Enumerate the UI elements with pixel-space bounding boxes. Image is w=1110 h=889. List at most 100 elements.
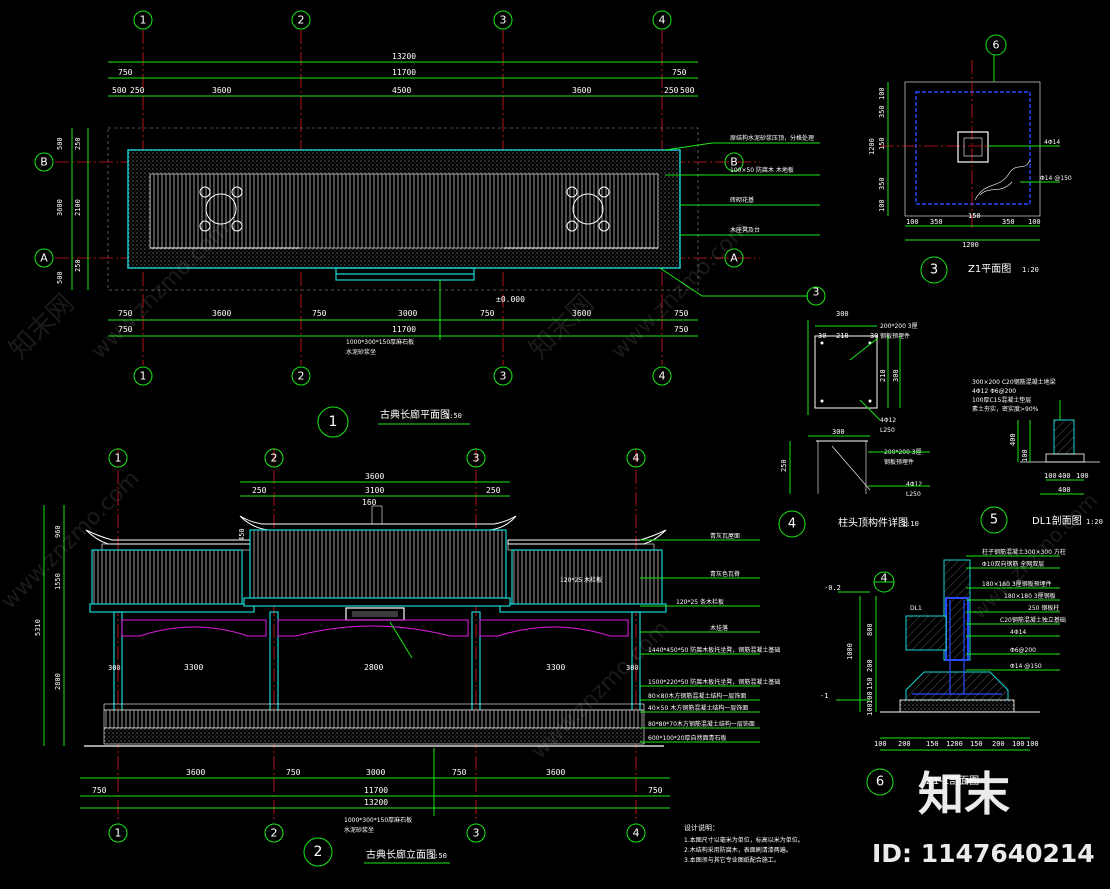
svg-text:2: 2 — [271, 452, 278, 465]
svg-text:钢板预埋件: 钢板预埋件 — [880, 332, 910, 340]
general-notes: 设计说明： 1.本图尺寸以毫米为单位，标高以米为单位。 2.木结构采用防腐木，表… — [684, 823, 804, 864]
axis-bubble-3-elev-top: 3 — [466, 448, 486, 468]
svg-text:750: 750 — [286, 768, 301, 777]
svg-text:1200: 1200 — [946, 740, 963, 748]
axis-bubble-2-elev-bottom: 2 — [264, 823, 284, 843]
svg-text:350: 350 — [878, 177, 886, 190]
svg-text:2800: 2800 — [54, 673, 62, 690]
svg-text:1: 1 — [115, 827, 122, 840]
axis-bubble-3-bottom: 3 — [493, 366, 513, 386]
svg-text:3000: 3000 — [366, 768, 385, 777]
svg-text:-1: -1 — [820, 692, 828, 700]
svg-text:Z1平面图: Z1平面图 — [968, 263, 1011, 275]
svg-text:Φ14 @150: Φ14 @150 — [1040, 175, 1072, 182]
svg-text:6: 6 — [876, 775, 884, 790]
svg-text:100: 100 — [1012, 740, 1025, 748]
svg-text:100: 100 — [1021, 449, 1029, 462]
elevation-lattice — [121, 619, 629, 637]
svg-text:80×80木方钢筋混凝土结构一层饰面: 80×80木方钢筋混凝土结构一层饰面 — [648, 692, 746, 700]
axis-bubble-2-bottom: 2 — [291, 366, 311, 386]
svg-text:750: 750 — [452, 768, 467, 777]
svg-text:钢板预埋件: 钢板预埋件 — [884, 458, 914, 466]
svg-text:知末网: 知末网 — [4, 289, 80, 365]
svg-text:-0.2: -0.2 — [824, 584, 841, 592]
svg-text:150: 150 — [926, 740, 939, 748]
svg-text:3600: 3600 — [546, 768, 565, 777]
svg-text:80*80*70木方钢筋混凝土结构一层饰面: 80*80*70木方钢筋混凝土结构一层饰面 — [648, 720, 755, 728]
svg-text:300: 300 — [892, 369, 900, 382]
svg-text:3600: 3600 — [212, 309, 231, 318]
svg-text:180×180 3厘钢板: 180×180 3厘钢板 — [1004, 592, 1056, 600]
svg-text:青灰色瓦脊: 青灰色瓦脊 — [710, 570, 740, 578]
svg-text:L250: L250 — [880, 427, 895, 434]
svg-text:300: 300 — [626, 664, 639, 672]
svg-text:素土夯实，密实度>90%: 素土夯实，密实度>90% — [972, 405, 1039, 413]
svg-text:400: 400 — [1058, 486, 1071, 494]
elevation-view: 1 2 3 4 1 2 3 4 3600 250 3100 250 160 45… — [34, 448, 780, 867]
svg-text:3600: 3600 — [572, 309, 591, 318]
svg-text:B: B — [40, 156, 48, 169]
svg-text:青灰瓦屋面: 青灰瓦屋面 — [710, 532, 740, 540]
svg-text:120*25 木栏板: 120*25 木栏板 — [560, 576, 602, 584]
svg-text:4: 4 — [881, 572, 888, 585]
svg-text:木座凳及台: 木座凳及台 — [730, 226, 760, 234]
svg-text:400: 400 — [1058, 472, 1071, 480]
svg-text:40×50 木方钢筋混凝土结构一层饰面: 40×50 木方钢筋混凝土结构一层饰面 — [648, 704, 748, 712]
svg-text:3300: 3300 — [184, 663, 203, 672]
axis-bubble-2-top: 2 — [291, 10, 311, 30]
svg-text:150: 150 — [878, 137, 886, 150]
svg-text:1200: 1200 — [962, 241, 979, 249]
svg-text:知末网: 知末网 — [524, 289, 600, 365]
svg-text:200*200 3厘: 200*200 3厘 — [880, 323, 918, 330]
svg-text:Φ14 @150: Φ14 @150 — [1010, 663, 1042, 670]
svg-text:100: 100 — [1076, 472, 1089, 480]
svg-text:750: 750 — [118, 325, 133, 334]
elevation-roof-left — [85, 529, 255, 613]
svg-text:4Φ12: 4Φ12 — [880, 417, 896, 424]
plan-dims-left: 500 250 3600 2100 250 500 — [56, 128, 89, 290]
svg-text:木挂落: 木挂落 — [710, 624, 728, 632]
svg-text:13200: 13200 — [364, 798, 388, 807]
svg-text:200: 200 — [898, 740, 911, 748]
svg-text:150: 150 — [968, 212, 981, 220]
svg-text:砖砌花基: 砖砌花基 — [730, 196, 754, 204]
svg-text:±0.000: ±0.000 — [496, 295, 525, 304]
svg-text:A: A — [40, 252, 48, 265]
elevation-bench — [84, 703, 664, 747]
svg-text:水泥砂浆坐: 水泥砂浆坐 — [346, 348, 376, 356]
svg-text:2: 2 — [314, 844, 323, 860]
svg-text:3: 3 — [930, 263, 938, 278]
elevation-title-block: 2 古典长廊立面图 1:50 — [303, 837, 450, 867]
svg-text:500: 500 — [112, 86, 127, 95]
svg-text:160: 160 — [362, 498, 377, 507]
axis-bubble-b-right: B — [724, 152, 744, 172]
svg-text:1:50: 1:50 — [445, 412, 462, 420]
svg-text:4Φ14: 4Φ14 — [1044, 139, 1060, 146]
svg-text:C20钢筋混凝土独立基础: C20钢筋混凝土独立基础 — [1000, 616, 1066, 624]
svg-text:180×180 3厘钢板预埋件: 180×180 3厘钢板预埋件 — [982, 580, 1052, 588]
svg-text:100: 100 — [878, 199, 886, 212]
svg-text:500: 500 — [56, 271, 64, 284]
axis-bubble-b-left: B — [34, 152, 54, 172]
axis-bubble-a-right: A — [724, 248, 744, 268]
svg-text:30: 30 — [870, 332, 878, 340]
svg-text:Z1-1剖面图: Z1-1剖面图 — [926, 774, 979, 787]
svg-text:250: 250 — [130, 86, 145, 95]
svg-text:3: 3 — [500, 370, 507, 383]
svg-text:450: 450 — [238, 528, 246, 541]
svg-text:3600: 3600 — [186, 768, 205, 777]
svg-text:100: 100 — [874, 740, 887, 748]
svg-text:1: 1 — [115, 452, 122, 465]
elevation-right-notes: 青灰瓦屋面 青灰色瓦脊 120*25 条木栏板 木挂落 1440*450*50 … — [389, 532, 780, 743]
column-cap-detail: 300 30 210 30 210 300 200*200 3厘 钢板预埋件 4… — [778, 310, 930, 538]
svg-text:300×200 C20钢筋混凝土地梁: 300×200 C20钢筋混凝土地梁 — [972, 378, 1056, 386]
svg-text:100: 100 — [866, 703, 874, 716]
svg-text:1: 1 — [140, 370, 147, 383]
svg-text:3: 3 — [473, 827, 480, 840]
svg-text:750: 750 — [92, 786, 107, 795]
svg-text:DL1剖面图: DL1剖面图 — [1032, 514, 1082, 527]
svg-text:5: 5 — [990, 513, 998, 528]
svg-text:1:50: 1:50 — [430, 852, 447, 860]
svg-text:210: 210 — [836, 332, 849, 340]
svg-text:100×50 防腐木 木地板: 100×50 防腐木 木地板 — [730, 166, 794, 174]
